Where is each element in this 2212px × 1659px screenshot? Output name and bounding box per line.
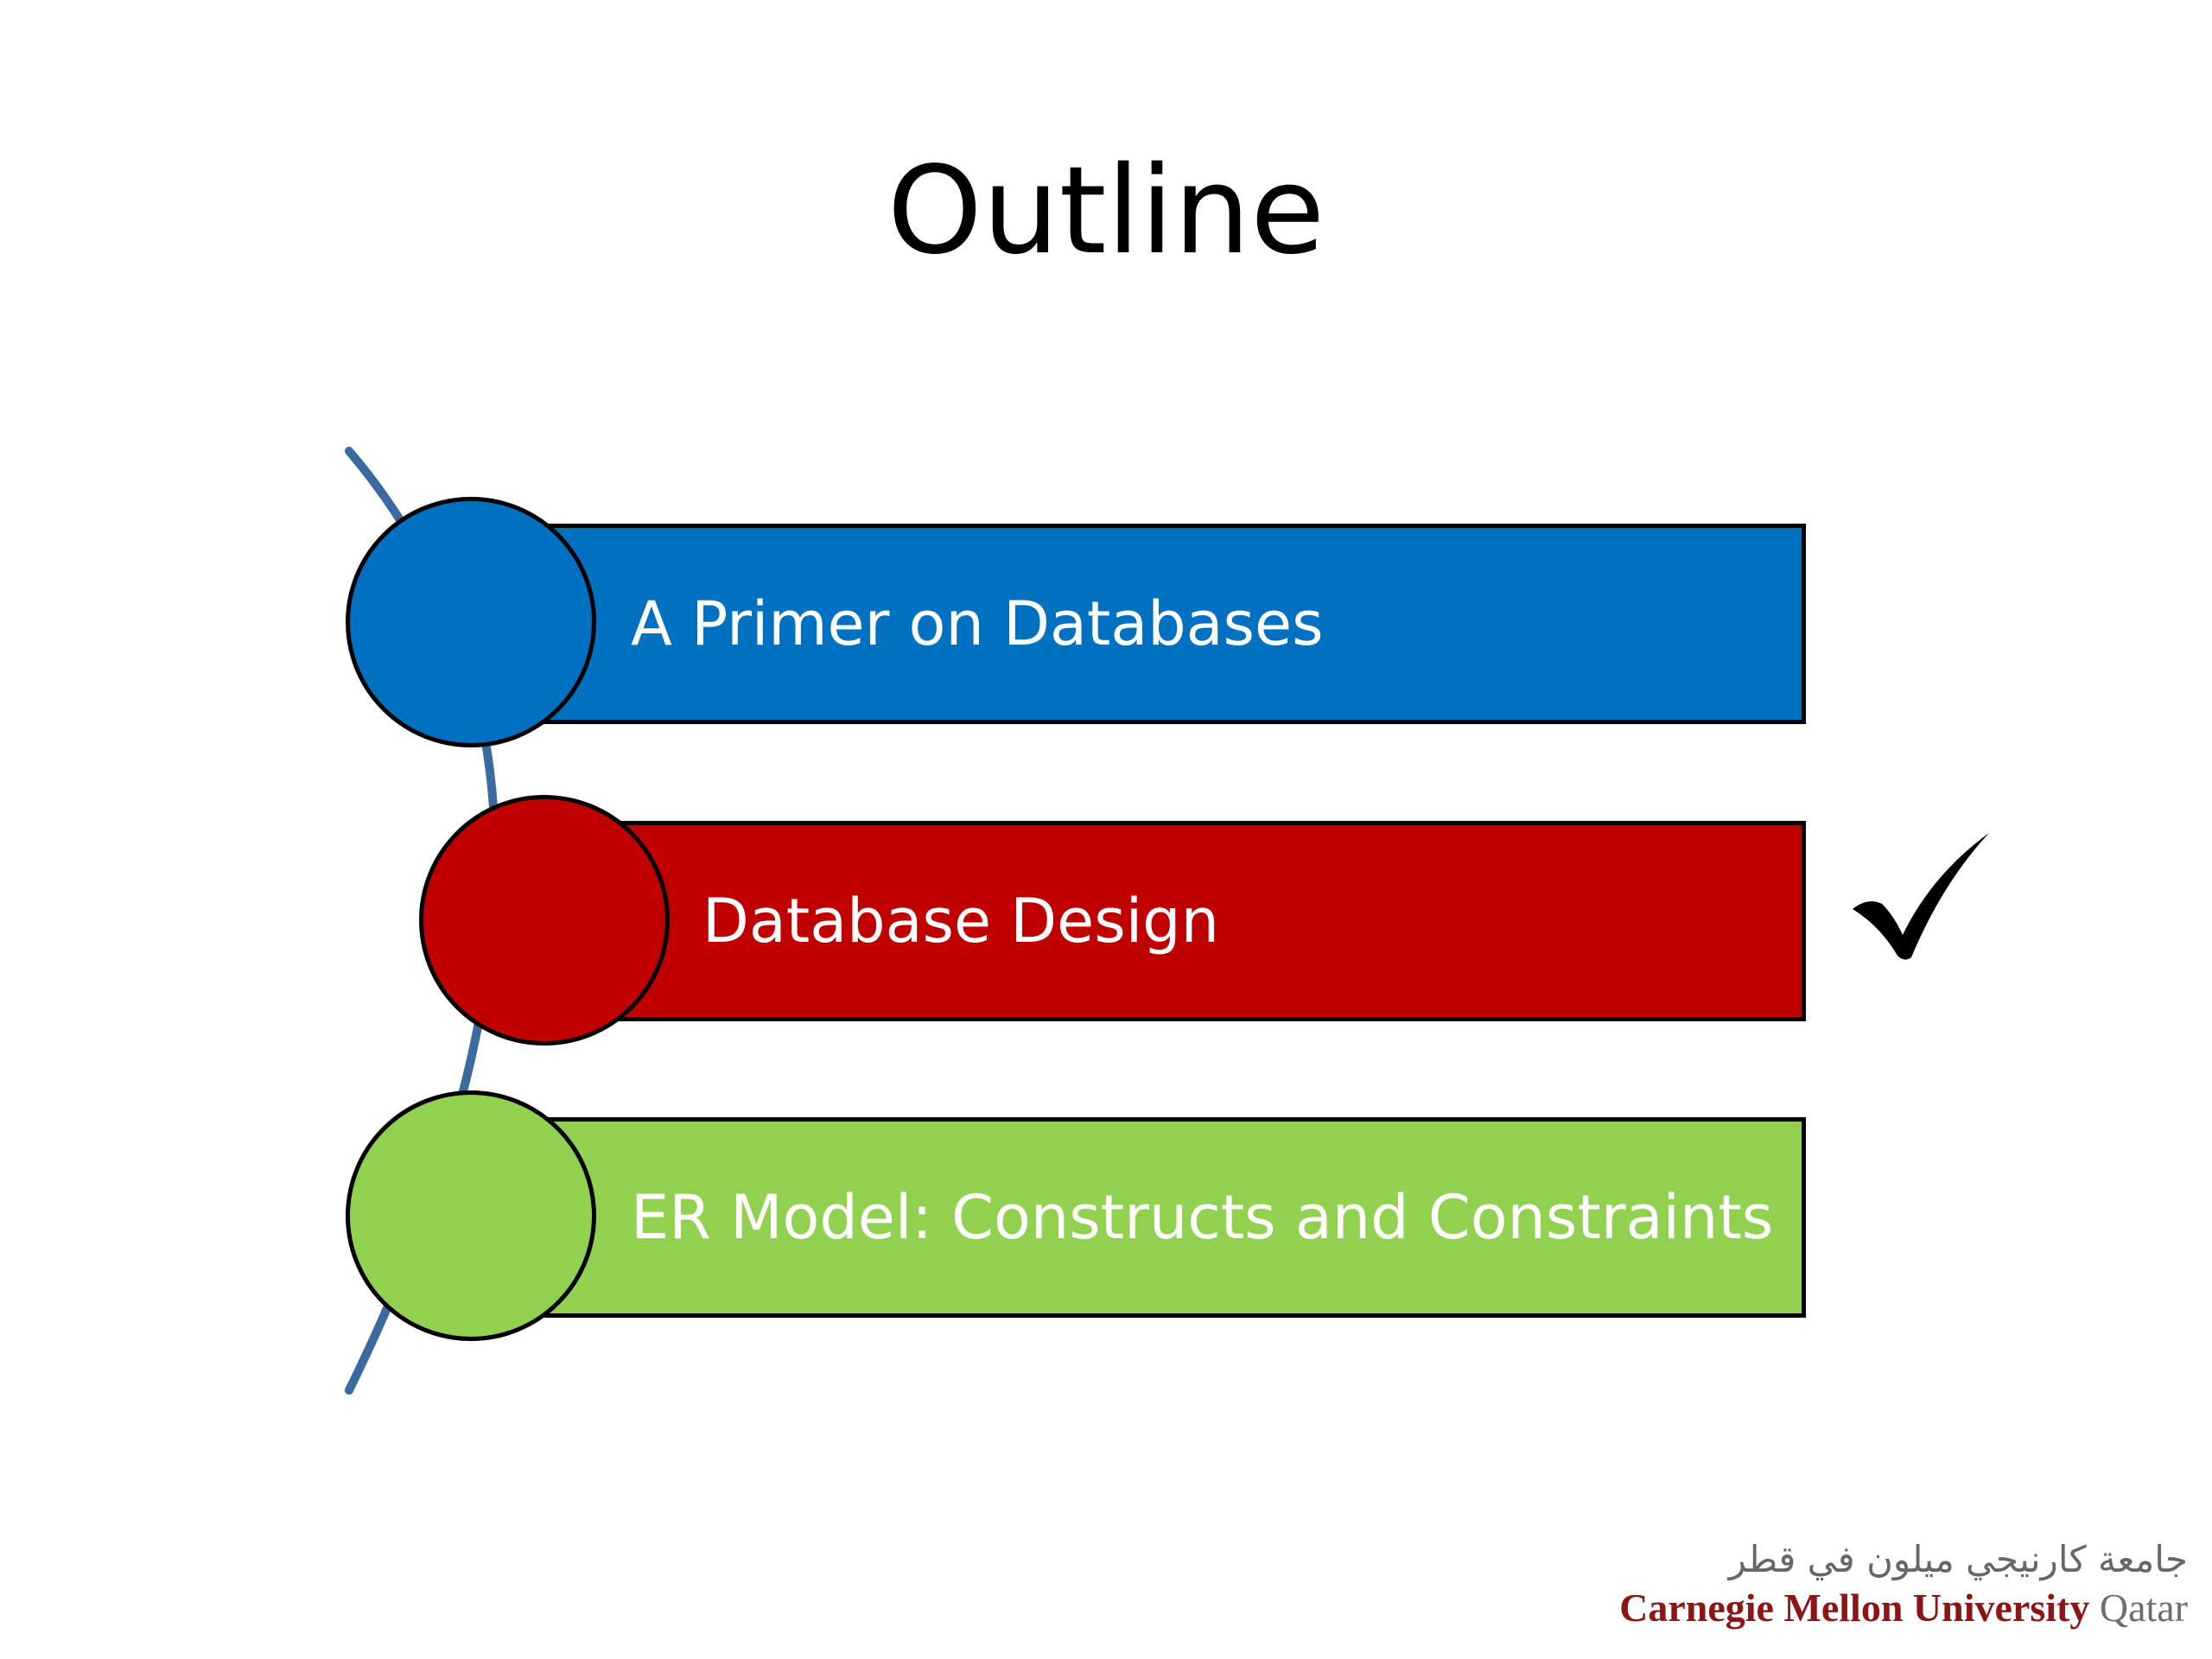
outline-item-circle-er-model (346, 1090, 596, 1341)
logo-english-text: Carnegie Mellon University Qatar (1619, 1584, 2188, 1632)
logo-campus-name: Qatar (2099, 1586, 2188, 1630)
logo-arabic-text: جامعة كارنيجي ميلون في قطر (1728, 1538, 2188, 1580)
outline-item-label: A Primer on Databases (631, 588, 1324, 659)
slide-title: Outline (887, 141, 1325, 282)
outline-item-er-model: ER Model: Constructs and Constraints (471, 1117, 1806, 1318)
university-logo: جامعة كارنيجي ميلون في قطر Carnegie Mell… (1616, 1534, 2196, 1633)
outline-item-label: Database Design (702, 886, 1219, 957)
outline-item-database-design: Database Design (544, 821, 1806, 1021)
outline-item-primer-on-databases: A Primer on Databases (471, 524, 1806, 724)
outline-item-circle-primer (346, 497, 596, 747)
outline-item-label: ER Model: Constructs and Constraints (631, 1182, 1774, 1253)
check-mark-icon (1853, 833, 1989, 960)
outline-item-circle-design (419, 795, 670, 1046)
logo-university-name: Carnegie Mellon University (1619, 1586, 2090, 1630)
